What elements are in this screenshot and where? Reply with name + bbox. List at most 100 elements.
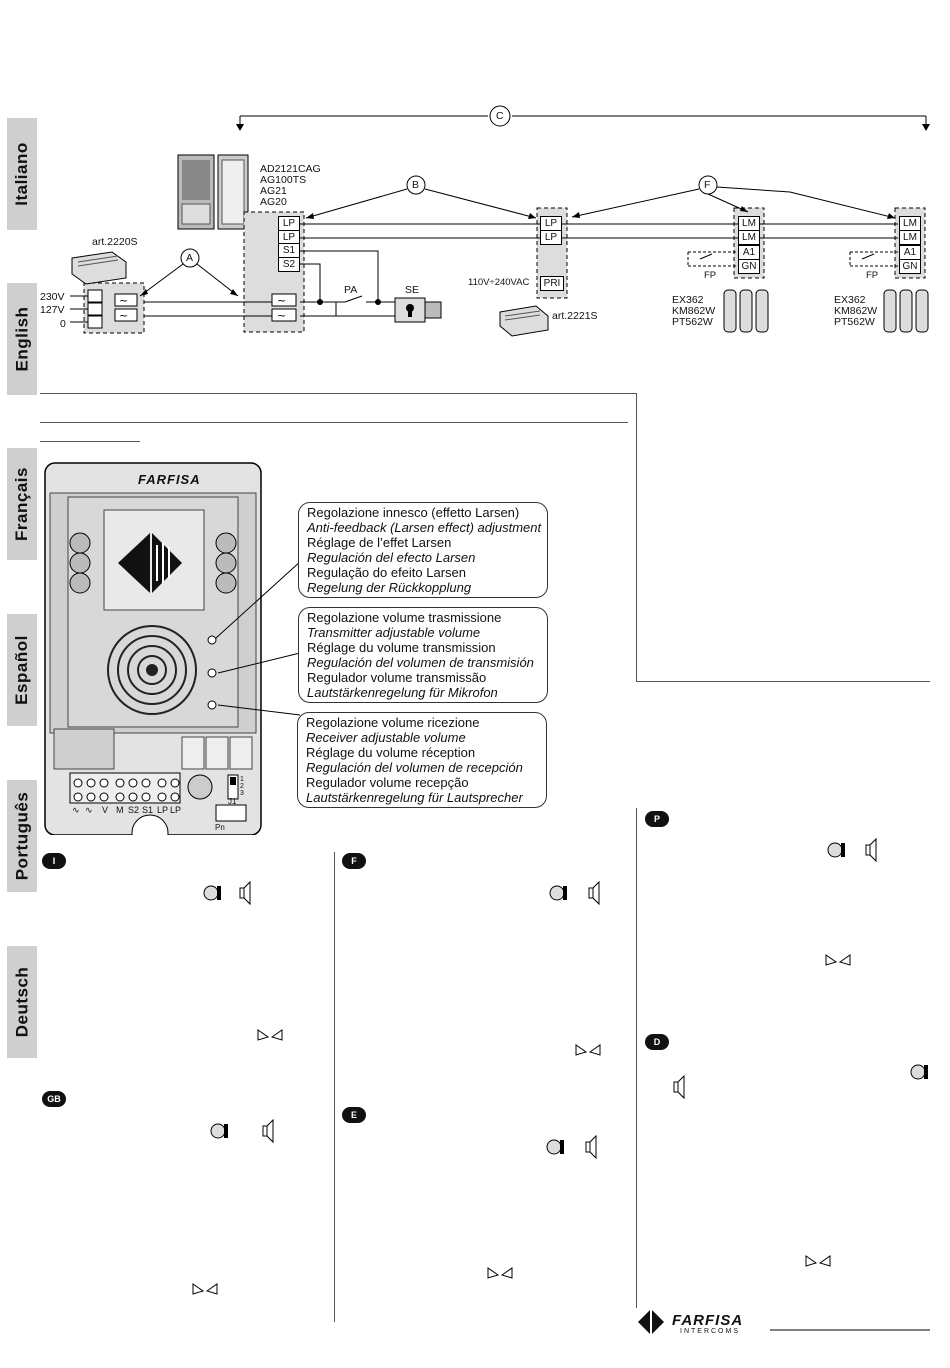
module-brand: FARFISA bbox=[138, 472, 201, 487]
callout-line: Lautstärkenregelung für Mikrofon bbox=[307, 685, 498, 700]
badge-d: D bbox=[645, 1034, 669, 1050]
divider-mid bbox=[40, 422, 628, 423]
callout-receive: Regolazione volume ricezione Receiver ad… bbox=[297, 712, 547, 808]
badge-f: F bbox=[342, 853, 366, 869]
mark-f: F bbox=[704, 179, 711, 191]
tab-espanol: Español bbox=[7, 614, 37, 726]
larsen-icon bbox=[825, 954, 851, 966]
callout-line: Regolazione innesco (effetto Larsen) bbox=[307, 505, 520, 520]
column-divider bbox=[334, 852, 335, 1322]
svg-text:~: ~ bbox=[119, 309, 128, 322]
divider-right bbox=[636, 393, 637, 681]
second-terminal: LP bbox=[540, 230, 562, 245]
microphone-icon bbox=[827, 842, 845, 858]
voltage-label: 0 bbox=[60, 318, 66, 330]
callout-line: Regelung der Rückkopplung bbox=[307, 580, 472, 595]
callout-line: Lautstärkenregelung für Lautsprecher bbox=[306, 790, 523, 805]
fp-label: FP bbox=[704, 270, 717, 281]
microphone-icon bbox=[546, 1139, 564, 1155]
speaker-icon bbox=[673, 1074, 685, 1100]
handset-terminal: LM bbox=[738, 230, 760, 245]
speaker-icon bbox=[239, 880, 251, 906]
panel-terminal: S1 bbox=[278, 243, 300, 258]
panel-model: AG20 bbox=[260, 196, 287, 208]
callout-line: Réglage du volume transmission bbox=[307, 640, 496, 655]
svg-text:~: ~ bbox=[119, 294, 128, 307]
handset-model: EX362 bbox=[834, 294, 866, 306]
jumper-label: J1 bbox=[228, 797, 237, 806]
divider-short bbox=[40, 441, 140, 442]
tab-english: English bbox=[7, 283, 37, 395]
jumper-position: 1 bbox=[240, 776, 244, 783]
fp-label: FP bbox=[866, 270, 879, 281]
larsen-icon bbox=[257, 1029, 283, 1041]
callout-transmit: Regolazione volume trasmissione Transmit… bbox=[298, 607, 548, 703]
speaker-icon bbox=[585, 1134, 597, 1160]
module-terminal-label: M bbox=[116, 805, 124, 815]
pri-voltage-label: 110V÷240VAC bbox=[468, 277, 530, 288]
module-terminal-label: S2 bbox=[128, 805, 140, 815]
callout-line: Réglage du volume réception bbox=[306, 745, 476, 760]
callout-line: Anti-feedback (Larsen effect) adjustment bbox=[307, 520, 542, 535]
callout-line: Regulador volume transmissão bbox=[307, 670, 487, 685]
callout-line: Transmitter adjustable volume bbox=[307, 625, 481, 640]
callout-line: Réglage de l’effet Larsen bbox=[307, 535, 452, 550]
pri-terminal: PRI bbox=[540, 276, 564, 291]
divider-top bbox=[40, 393, 636, 394]
badge-p: P bbox=[645, 811, 669, 827]
voltage-label: 127V bbox=[40, 304, 65, 316]
mark-c: C bbox=[496, 110, 504, 122]
callout-line: Regulación del volumen de transmisión bbox=[307, 655, 534, 670]
farfisa-logo-icon bbox=[638, 1310, 664, 1334]
mark-a: A bbox=[186, 252, 194, 264]
badge-e: E bbox=[342, 1107, 366, 1123]
module-terminal-label: ∿ bbox=[72, 805, 80, 815]
module-terminal-label: ∿ bbox=[85, 805, 93, 815]
panel-model: AG21 bbox=[260, 185, 287, 197]
handset-terminal: LM bbox=[899, 230, 921, 245]
second-supply-label: art.2221S bbox=[552, 310, 598, 322]
module-terminal-label: S1 bbox=[142, 805, 154, 815]
divider-right-bottom bbox=[636, 681, 930, 682]
mark-b: B bbox=[412, 179, 420, 191]
callout-larsen: Regolazione innesco (effetto Larsen) Ant… bbox=[298, 502, 548, 598]
handset-terminal: GN bbox=[738, 259, 760, 274]
handset-terminal: GN bbox=[899, 259, 921, 274]
callout-line: Regulación del volumen de recepción bbox=[306, 760, 523, 775]
handset-model: PT562W bbox=[834, 316, 875, 328]
speaker-icon bbox=[865, 837, 877, 863]
badge-gb: GB bbox=[42, 1091, 66, 1107]
pa-label: PA bbox=[344, 284, 358, 296]
handset-model: KM862W bbox=[672, 305, 716, 317]
tab-francais: Français bbox=[7, 448, 37, 560]
se-label: SE bbox=[405, 284, 420, 296]
panel-terminal: S2 bbox=[278, 257, 300, 272]
tab-italiano: Italiano bbox=[7, 118, 37, 230]
module-terminal-label: V bbox=[102, 805, 109, 815]
microphone-icon bbox=[910, 1064, 928, 1080]
footer-brand-sub: INTERCOMS bbox=[680, 1328, 740, 1335]
microphone-icon bbox=[203, 885, 221, 901]
svg-text:~: ~ bbox=[277, 294, 286, 307]
larsen-icon bbox=[487, 1267, 513, 1279]
speaker-icon bbox=[588, 880, 600, 906]
callout-line: Regulador volume recepção bbox=[306, 775, 469, 790]
callout-line: Receiver adjustable volume bbox=[306, 730, 466, 745]
microphone-icon bbox=[210, 1123, 228, 1139]
handset-model: KM862W bbox=[834, 305, 878, 317]
module-drawing bbox=[44, 462, 262, 835]
pn-label: Pn bbox=[215, 823, 225, 832]
svg-text:~: ~ bbox=[277, 309, 286, 322]
jumper-position: 3 bbox=[240, 790, 244, 797]
panel-model: AG100TS bbox=[260, 174, 307, 186]
callout-line: Regulação do efeito Larsen bbox=[307, 565, 467, 580]
microphone-icon bbox=[549, 885, 567, 901]
callout-line: Regolazione volume trasmissione bbox=[307, 610, 502, 625]
footer-brand-name: FARFISA bbox=[672, 1312, 744, 1329]
voltage-label: 230V bbox=[40, 291, 65, 303]
tab-portugues: Português bbox=[7, 780, 37, 892]
larsen-icon bbox=[805, 1255, 831, 1267]
panel-model: AD2121CAG bbox=[260, 163, 321, 175]
